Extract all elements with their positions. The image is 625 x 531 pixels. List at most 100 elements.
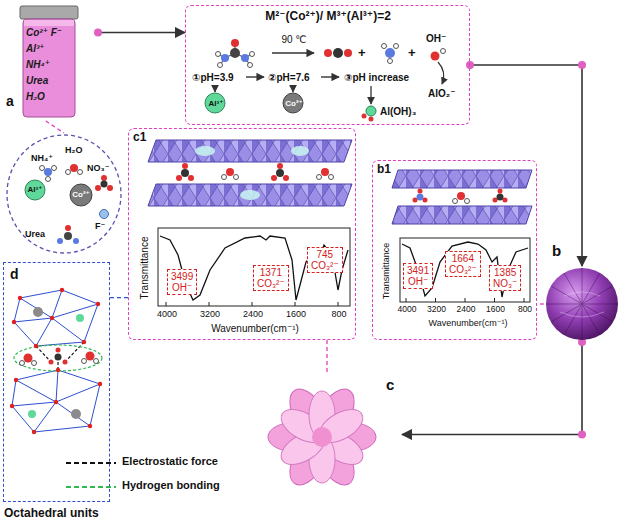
tick-label: 1600	[486, 305, 505, 315]
reactor-vessel: aCo²⁺ F⁻Al³⁺NH⁴⁺UreaH₂O	[3, 3, 98, 121]
layered-structure-c1-part	[240, 190, 260, 200]
ion-molecules	[25, 164, 113, 244]
ion-molecules-part	[52, 166, 57, 171]
ion-label: Co²⁺	[72, 190, 90, 199]
callout-text: 1385 NO₃⁻	[493, 267, 517, 289]
octahedral-network-part	[28, 410, 36, 418]
ion-molecules-part	[101, 175, 107, 181]
callout-text: 3499 OH⁻	[171, 271, 193, 293]
tick-label: 2400	[457, 305, 476, 315]
octahedral-network-part-part	[56, 368, 60, 372]
flower-particle-outline-part	[312, 427, 332, 447]
connector	[46, 121, 64, 133]
reaction-scheme-part	[344, 49, 352, 57]
ion-label: Co²⁺ F⁻	[26, 27, 62, 39]
panel-label: c1	[133, 131, 146, 145]
ion-label: Al³⁺	[209, 99, 224, 108]
reaction-scheme-part	[321, 76, 339, 77]
axis-label: Transmittance	[381, 243, 391, 300]
connector-dot	[578, 61, 586, 69]
octahedral-network-part-part	[10, 404, 14, 408]
octahedral-network-part	[10, 288, 102, 434]
connector-dot	[578, 431, 586, 439]
reaction-scheme-part	[214, 85, 215, 92]
panel-label: a	[6, 93, 14, 109]
tick-label: 2400	[243, 309, 263, 319]
layered-structure-c1-part	[182, 163, 188, 169]
reaction-scheme-part	[292, 85, 293, 92]
octahedral-network-part-part	[18, 296, 22, 300]
axis-label: Transmittance	[139, 237, 151, 300]
reaction-scheme-part	[231, 39, 239, 47]
reaction-scheme-part	[250, 52, 255, 57]
ir-spectrum-c1-part	[158, 228, 350, 306]
connector-dot	[466, 61, 474, 69]
reaction-scheme-part	[369, 117, 374, 122]
reaction-scheme-part	[431, 52, 440, 61]
ir-spectrum-b1-part	[400, 238, 530, 302]
reaction-scheme-part	[388, 59, 393, 64]
ir-spectrum-b1-part	[402, 242, 528, 297]
connector	[470, 65, 582, 266]
ion-label: F⁻	[95, 221, 105, 231]
axis-label: Wavenumber(cm⁻¹)	[211, 323, 299, 335]
reaction-scheme-part	[230, 48, 240, 58]
layered-structure-c1-part	[291, 146, 309, 156]
ion-molecules-part	[73, 238, 79, 244]
ion-bubble-outline	[5, 133, 123, 255]
callout-text: 745 CO₃²⁻	[311, 249, 339, 271]
axis-label: Wavenumber(cm⁻¹)	[429, 318, 508, 328]
layered-structure-c1-part	[226, 168, 234, 176]
legend-line-sample	[66, 456, 118, 470]
layered-structure-b1	[392, 170, 532, 224]
panel-label: b1	[377, 163, 391, 177]
panel-label: d	[10, 266, 19, 282]
layered-structure-b1-part	[465, 199, 470, 204]
ion-label: H₂O	[65, 145, 83, 155]
reaction-panel: M²⁻(Co²⁺)/ M³⁺(Al³⁺)=290 ℃++OH⁻①pH=3.9Al…	[185, 5, 470, 125]
ion-label: NO₃⁻	[87, 163, 109, 173]
octahedral-network-part	[20, 361, 25, 366]
sphere-particle-outline-part	[546, 268, 618, 340]
reaction-scheme-part	[218, 63, 223, 68]
ion-molecules-part	[101, 181, 108, 188]
reaction-scheme-part	[221, 54, 229, 62]
layered-structure-b1-part	[453, 199, 458, 204]
ion-molecules-part	[65, 225, 71, 231]
layered-structure-b1-part	[392, 170, 532, 188]
octahedral-network-part	[14, 345, 102, 371]
legend-line-sample-part	[66, 462, 116, 464]
legend-row: Hydrogen bonding	[66, 479, 246, 495]
ion-molecules-part	[100, 210, 109, 219]
tick-label: 4000	[398, 305, 417, 315]
reaction-scheme-part	[394, 44, 399, 49]
plus-sign: +	[358, 46, 366, 61]
octahedral-network-part	[56, 348, 61, 353]
tick-label: 3200	[200, 309, 220, 319]
layered-structure-c1-part	[195, 146, 215, 156]
ion-label: NH₄⁺	[31, 153, 53, 163]
ion-molecules-part	[95, 185, 101, 191]
layered-structure-b1-part	[497, 194, 504, 201]
ion-molecules-part	[44, 168, 52, 176]
peak-callout: 3499 OH⁻	[167, 269, 197, 295]
octahedral-network-part-part	[98, 382, 102, 386]
reaction-scheme-part	[283, 93, 303, 113]
legend-row: Electrostatic force	[66, 455, 246, 471]
ion-molecules-part	[107, 185, 113, 191]
reactor-vessel-outline-part	[23, 19, 75, 117]
step-label: ③pH increase	[344, 72, 409, 84]
panel-caption: Octahedral units	[4, 507, 99, 521]
connector	[98, 32, 185, 34]
tick-label: 800	[331, 309, 346, 319]
octahedral-network	[10, 288, 102, 434]
ion-molecules-part	[25, 180, 45, 200]
octahedral-network-part-part	[88, 424, 92, 428]
reaction-scheme-part	[241, 54, 249, 62]
octahedral-network-part	[12, 370, 100, 432]
octahedral-network-part	[14, 290, 98, 346]
ion-label: NH⁴⁺	[26, 59, 50, 71]
ion-label: Al³⁺	[28, 185, 43, 194]
layered-structure-b1-part	[392, 206, 532, 224]
